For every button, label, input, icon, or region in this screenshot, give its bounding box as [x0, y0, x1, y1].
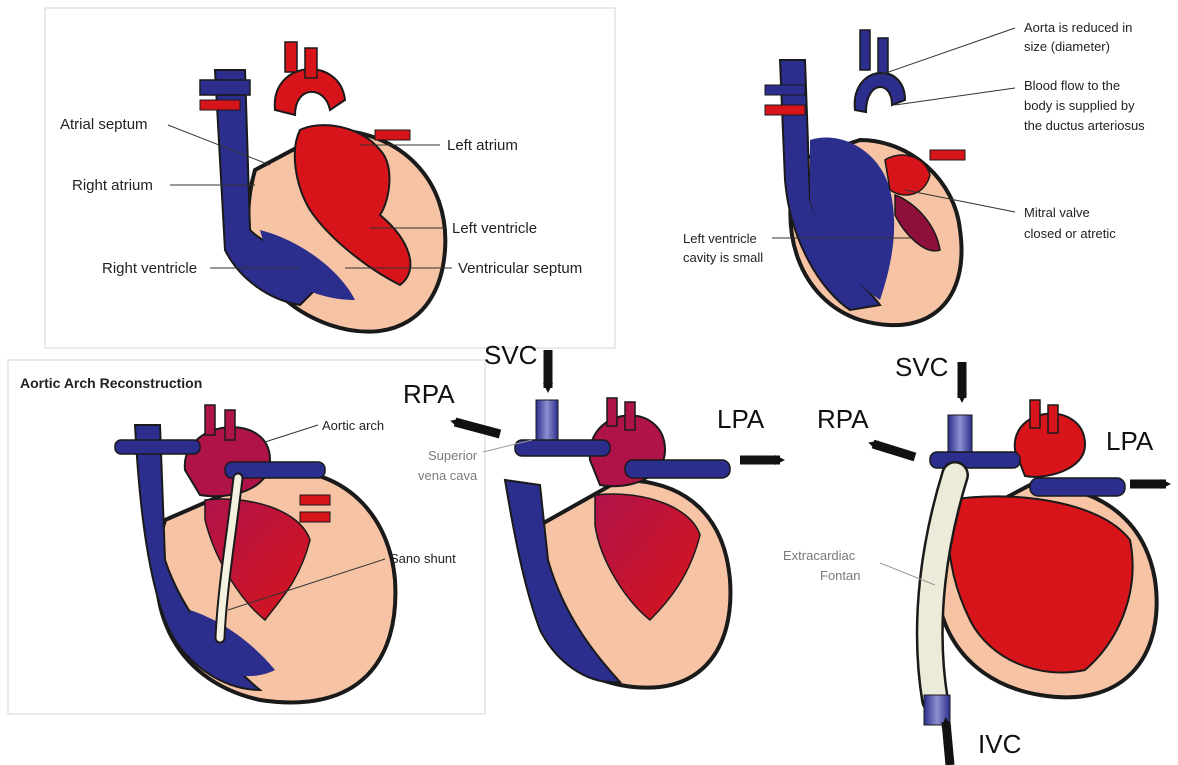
rpa-arrow — [873, 444, 915, 457]
label-superior: Superior — [428, 448, 478, 463]
pulmonary-vein — [930, 150, 965, 160]
label-mitral-valve-1: Mitral valve — [1024, 205, 1090, 220]
pulmonary-artery — [515, 440, 610, 456]
pulmonary-artery — [115, 440, 200, 454]
pulmonary-artery — [765, 85, 805, 95]
label-blood-flow-2: body is supplied by — [1024, 98, 1135, 113]
arch-branch — [1048, 405, 1058, 433]
label-ventricular-septum: Ventricular septum — [458, 260, 582, 277]
label-extracardiac: Extracardiac — [783, 548, 856, 563]
label-aorta-reduced-1: Aorta is reduced in — [1024, 20, 1132, 35]
pulmonary-vein — [375, 130, 410, 140]
label-left-atrium: Left atrium — [447, 137, 518, 154]
aorta-branch — [878, 38, 888, 73]
pulmonary-vein — [300, 512, 330, 522]
pulmonary-vein — [200, 100, 240, 110]
arch-branch — [625, 402, 635, 430]
ivc-arrow — [946, 722, 950, 765]
label-sano-shunt: Sano shunt — [390, 551, 456, 566]
pulmonary-vein — [300, 495, 330, 505]
panel-normal-heart: Atrial septum Right atrium Right ventric… — [45, 8, 615, 348]
ivc-tube — [924, 695, 950, 725]
label-lv-small-2: cavity is small — [683, 250, 763, 265]
svc-tube — [948, 415, 972, 455]
label-mitral-valve-2: closed or atretic — [1024, 226, 1116, 241]
label-left-ventricle: Left ventricle — [452, 220, 537, 237]
label-atrial-septum: Atrial septum — [60, 116, 148, 133]
label-svc: SVC — [895, 352, 948, 382]
panel-norwood: Aortic Arch Reconstruction Aortic arch S… — [8, 360, 485, 714]
label-right-atrium: Right atrium — [72, 177, 153, 194]
label-ivc: IVC — [978, 729, 1021, 759]
small-aorta — [855, 73, 905, 112]
label-fontan: Fontan — [820, 568, 860, 583]
label-lv-small-1: Left ventricle — [683, 231, 757, 246]
panel-title: Aortic Arch Reconstruction — [20, 375, 202, 391]
label-svc: SVC — [484, 340, 537, 370]
label-rpa: RPA — [817, 404, 869, 434]
pulmonary-artery — [625, 460, 730, 478]
pulmonary-artery — [930, 452, 1020, 468]
arch-branch — [1030, 400, 1040, 428]
panel-hlhs-heart: Aorta is reduced in size (diameter) Bloo… — [683, 20, 1145, 325]
arch-branch — [607, 398, 617, 426]
arch-branch — [205, 405, 215, 435]
label-blood-flow-1: Blood flow to the — [1024, 78, 1120, 93]
pulmonary-artery — [1030, 478, 1125, 496]
pulmonary-vein — [765, 105, 805, 115]
arch-branch — [225, 410, 235, 440]
aorta-branch — [305, 48, 317, 78]
pulmonary-artery-shape — [200, 80, 250, 95]
aorta-branch — [860, 30, 870, 70]
aorta-branch — [285, 42, 297, 72]
label-right-ventricle: Right ventricle — [102, 260, 197, 277]
svc-tube — [536, 400, 558, 440]
label-aorta-reduced-2: size (diameter) — [1024, 39, 1110, 54]
panel-fontan: Extracardiac Fontan SVC RPA LPA IVC — [783, 352, 1166, 765]
label-rpa: RPA — [403, 379, 455, 409]
label-aortic-arch: Aortic arch — [322, 418, 384, 433]
label-lpa: LPA — [717, 404, 765, 434]
label-lpa: LPA — [1106, 426, 1154, 456]
label-blood-flow-3: the ductus arteriosus — [1024, 118, 1145, 133]
label-vena-cava: vena cava — [418, 468, 478, 483]
